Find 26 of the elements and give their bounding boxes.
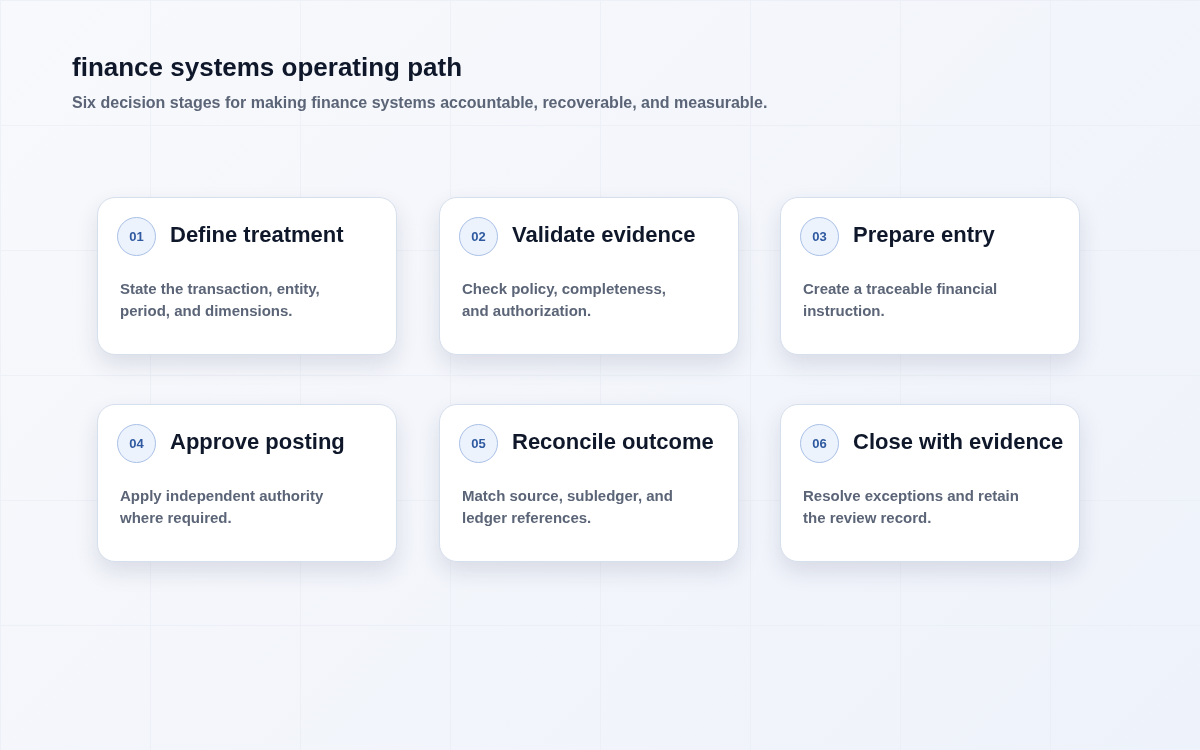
stage-heading: Define treatment [170,222,344,248]
stage-description: Match source, subledger, and ledger references. [462,486,674,528]
stage-card [780,197,1080,355]
stage-description: Create a traceable financial instruction. [803,279,999,321]
stage-description: State the transaction, entity, period, and dimensions. [120,279,321,321]
stage-card [439,404,739,562]
step-number-badge: 06 [800,424,839,463]
stage-description: Resolve exceptions and retain the review record. [803,486,1020,528]
stage-heading: Validate evidence [512,222,696,248]
stage-description: Apply independent authority where required. [120,486,325,528]
stage-heading: Prepare entry [853,222,995,248]
stage-heading: Reconcile outcome [512,429,714,455]
stage-card [97,197,397,355]
diagram-subtitle: Six decision stages for making finance systems accountable, recoverable, and measurable. [72,94,768,112]
step-number-badge: 05 [459,424,498,463]
stage-description: Check policy, completeness, and authorization. [462,279,667,321]
stage-card [780,404,1080,562]
step-number-badge: 03 [800,217,839,256]
diagram-title: finance systems operating path [72,52,463,83]
stage-card [439,197,739,355]
stage-card [97,404,397,562]
step-number-badge: 01 [117,217,156,256]
step-number-badge: 04 [117,424,156,463]
stage-heading: Approve posting [170,429,345,455]
step-number-badge: 02 [459,217,498,256]
stage-heading: Close with evidence [853,429,1064,455]
